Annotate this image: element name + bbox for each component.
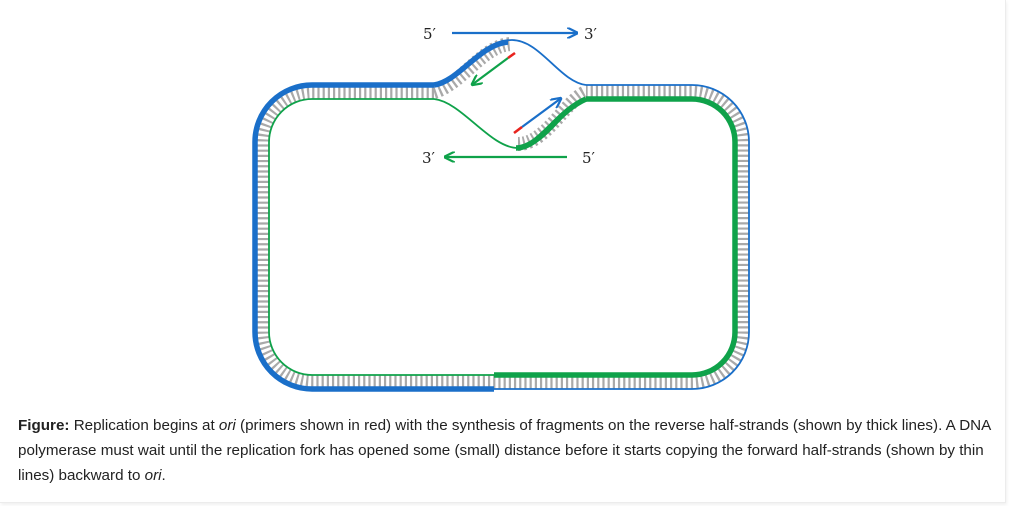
primer-top	[507, 51, 516, 60]
outer-strand-right	[494, 84, 750, 390]
label-top-right: 3′	[584, 25, 598, 43]
caption-text-2: (primers shown in red) with the synthesi…	[18, 417, 991, 484]
caption-lead: Figure:	[18, 417, 70, 434]
outer-strand-left	[252, 82, 494, 392]
base-pair-rungs	[255, 37, 749, 389]
caption-text-1: Replication begins at	[69, 417, 219, 434]
caption-ori-1: ori	[218, 417, 236, 434]
figure-caption: Figure: Replication begins at ori (prime…	[18, 413, 993, 488]
primer-bottom	[513, 125, 523, 135]
caption-text-3: .	[161, 467, 166, 484]
inner-strand-right	[494, 96, 738, 378]
label-mid-left: 3′	[422, 149, 436, 167]
bottom-fork-thick	[515, 96, 588, 151]
caption-ori-2: ori	[144, 467, 162, 484]
top-fork-thick	[433, 39, 509, 88]
new-fragment-green	[473, 57, 509, 84]
replication-diagram: 5′ 3′ 3′ 5′	[252, 25, 750, 392]
label-top-left: 5′	[423, 25, 437, 43]
bottom-fork-strand	[433, 98, 587, 149]
inner-strand-left	[268, 98, 494, 376]
label-mid-right: 5′	[582, 149, 596, 167]
new-fragment-blue	[521, 99, 560, 128]
